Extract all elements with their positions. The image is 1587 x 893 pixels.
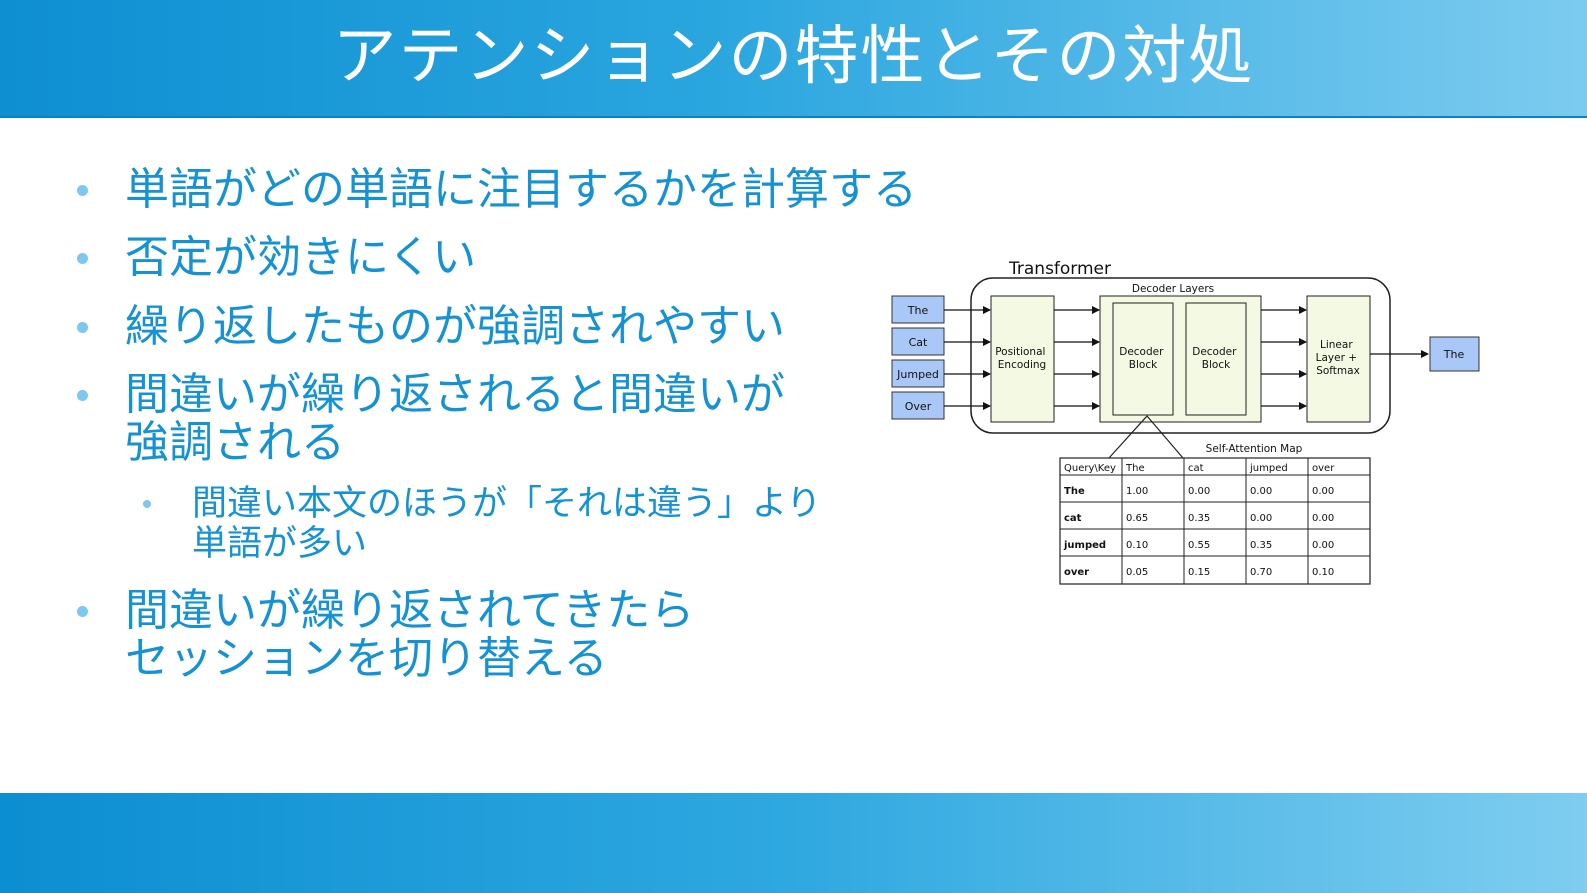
output-box — [1429, 336, 1480, 372]
bullet-dot — [77, 390, 88, 401]
input-box — [891, 359, 945, 388]
input-label: Over — [905, 400, 932, 413]
bullet-dot — [77, 253, 88, 264]
table-cell: 0.55 — [1188, 540, 1210, 551]
table-cell: 0.35 — [1188, 513, 1210, 524]
bullet-item-line2: 強調される — [125, 417, 345, 468]
footer-bar — [0, 793, 1587, 893]
decoder-block-label: Decoder Block — [1119, 346, 1167, 371]
table-cell: 1.00 — [1126, 486, 1148, 497]
input-label: The — [907, 304, 929, 317]
table-cell: 0.00 — [1312, 486, 1334, 497]
diagram-title: Transformer — [1008, 259, 1111, 279]
input-arrows — [944, 306, 991, 410]
input-label: Cat — [909, 336, 928, 349]
table-cell: 0.00 — [1188, 486, 1210, 497]
input-label: Jumped — [896, 368, 939, 381]
table-cell: 0.10 — [1126, 540, 1148, 551]
table-header-cell: jumped — [1249, 463, 1288, 474]
table-row-label: jumped — [1063, 540, 1106, 551]
sub-bullet-dot — [143, 500, 151, 508]
bullet-item-line2: セッションを切り替える — [125, 633, 608, 684]
table-cell: 0.65 — [1126, 513, 1148, 524]
table-cell: 0.15 — [1188, 567, 1210, 578]
bullet-item: 繰り返したものが強調されやすい — [125, 301, 785, 352]
table-cell: 0.70 — [1250, 567, 1272, 578]
decoder-block-label: Decoder Block — [1192, 346, 1240, 371]
attention-map-table: Query\Key The cat jumped over The 1.00 0… — [1059, 457, 1371, 585]
table-header-cell: The — [1125, 463, 1145, 474]
bullet-item: 単語がどの単語に注目するかを計算する — [125, 164, 917, 215]
sub-bullet-item-line2: 単語が多い — [192, 524, 368, 564]
positional-encoding-label: Positional Encoding — [995, 346, 1049, 371]
input-box — [891, 327, 945, 356]
table-cell: 0.00 — [1250, 513, 1272, 524]
bullet-dot — [77, 606, 88, 617]
table-row-label: The — [1064, 486, 1085, 497]
table-cell: 0.00 — [1312, 513, 1334, 524]
linear-softmax-box — [1306, 295, 1371, 423]
decoder-block — [1112, 302, 1174, 416]
transformer-diagram: Transformer The Cat Jumped Over Position… — [891, 259, 1480, 585]
transformer-container — [970, 277, 1391, 434]
bullet-item-line1: 間違いが繰り返されてきたら — [125, 585, 695, 636]
attention-callout — [1108, 415, 1184, 459]
table-header-cell: cat — [1188, 463, 1204, 474]
title-bar: アテンションの特性とその対処 — [0, 0, 1587, 118]
table-cell: 0.00 — [1250, 486, 1272, 497]
attention-map-title: Self-Attention Map — [1206, 443, 1303, 455]
table-cell: 0.05 — [1126, 567, 1148, 578]
table-cell: 0.00 — [1312, 540, 1334, 551]
table-cell: 0.10 — [1312, 567, 1334, 578]
table-row-label: cat — [1064, 513, 1082, 524]
input-tokens: The Cat Jumped Over — [891, 295, 945, 420]
slide-title: アテンションの特性とその対処 — [332, 20, 1255, 94]
bullet-dot — [77, 185, 88, 196]
table-header-cell: over — [1312, 463, 1335, 474]
decoder-arrows — [1261, 306, 1307, 410]
table-row-label: over — [1064, 567, 1089, 578]
decoder-layers-label: Decoder Layers — [1132, 283, 1214, 295]
table-header-cell: Query\Key — [1064, 463, 1116, 474]
linear-softmax-label: Linear Layer + Softmax — [1316, 339, 1361, 377]
bullet-dot — [77, 322, 88, 333]
decoder-block — [1185, 302, 1247, 416]
output-label: The — [1443, 348, 1465, 361]
encoding-arrows — [1054, 306, 1100, 410]
sub-bullet-item-line1: 間違い本文のほうが「それは違う」より — [192, 484, 822, 524]
table-cell: 0.35 — [1250, 540, 1272, 551]
positional-encoding-box — [990, 295, 1055, 423]
bullet-item: 否定が効きにくい — [125, 232, 477, 283]
bullet-item-line1: 間違いが繰り返されると間違いが — [125, 369, 785, 420]
input-box — [891, 295, 945, 324]
